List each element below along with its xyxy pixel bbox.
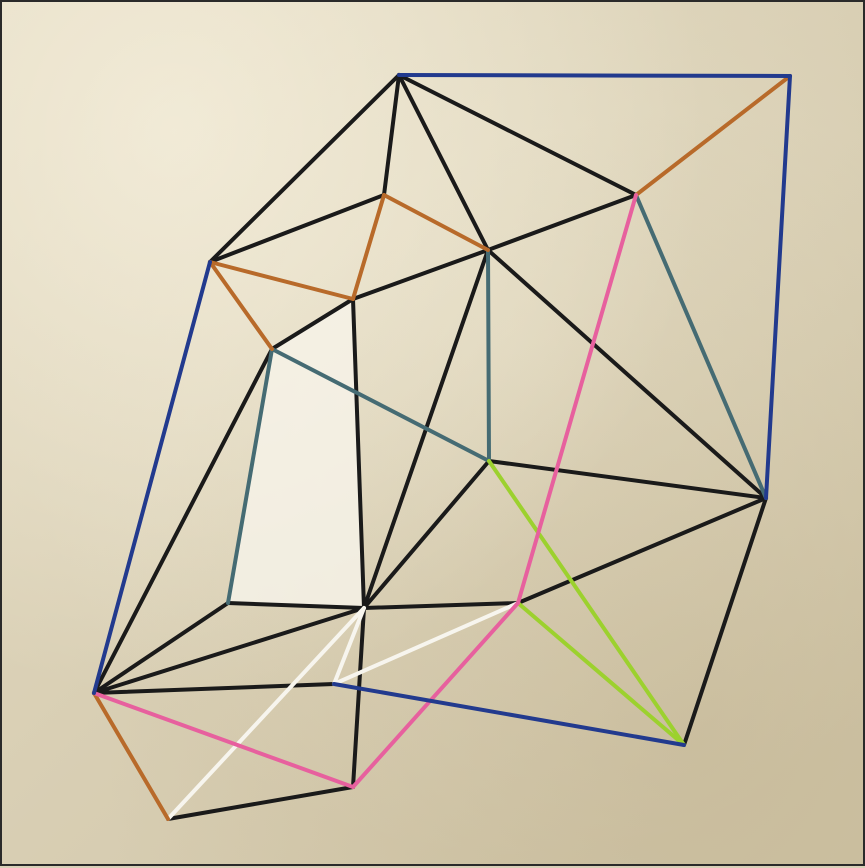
edge-black-IJ	[489, 461, 766, 498]
edge-black-AC	[399, 75, 636, 195]
edge-blue-AB	[399, 75, 790, 76]
edge-pink-MQ	[353, 603, 518, 787]
edge-black-AE	[399, 75, 488, 250]
edge-black-JM	[518, 498, 766, 603]
edge-black-AD	[384, 75, 399, 195]
highlighted-face	[228, 299, 364, 608]
edge-blue-BJ	[766, 76, 790, 498]
edge-black-LM	[364, 603, 518, 608]
edge-black-CE	[488, 195, 636, 250]
edge-black-EJ	[488, 250, 766, 498]
edge-black-NO	[94, 684, 334, 693]
edge-orange-NR	[94, 693, 168, 819]
edge-pink-NQ	[94, 693, 353, 787]
faces-layer	[228, 299, 364, 608]
edge-teal-CJ	[636, 195, 766, 498]
edges-layer	[94, 75, 790, 819]
edge-teal-EI	[488, 250, 489, 461]
edge-black-EG	[353, 250, 488, 299]
edge-blue-OP	[334, 684, 684, 745]
edge-black-DF	[210, 195, 384, 262]
edge-black-IL	[364, 461, 489, 608]
edge-pink-CM	[518, 195, 636, 603]
edge-black-JP	[684, 498, 766, 745]
edge-orange-BC	[636, 76, 790, 195]
edge-orange-DG	[353, 195, 384, 299]
